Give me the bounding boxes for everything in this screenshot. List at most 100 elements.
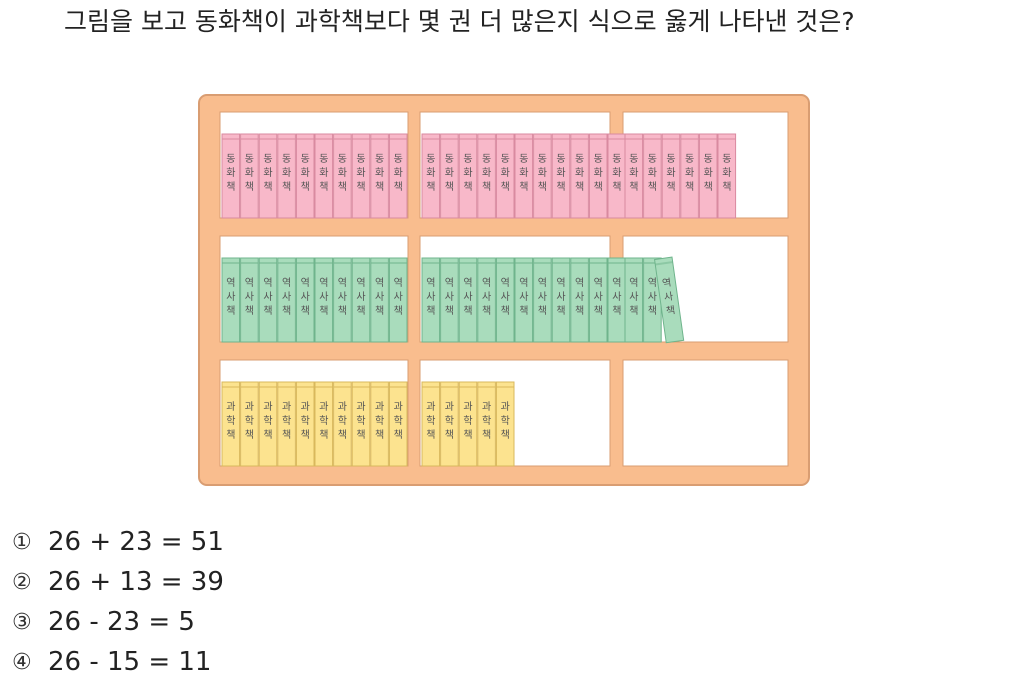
book-label-char: 화 — [519, 167, 528, 179]
bookshelf-figure: 동화책동화책동화책동화책동화책동화책동화책동화책동화책동화책동화책동화책동화책동… — [198, 94, 810, 486]
book-label-char: 역 — [629, 277, 638, 289]
book-label-char: 동 — [319, 153, 328, 165]
book-label-char: 책 — [426, 181, 435, 193]
book-label-char: 사 — [594, 291, 603, 303]
history-book: 역사책 — [477, 257, 496, 343]
choice-1-expression: 26 + 23 = 51 — [48, 527, 224, 557]
book-label-char: 화 — [226, 167, 235, 179]
book-label-char: 역 — [575, 277, 584, 289]
book-label-char: 학 — [426, 415, 435, 427]
science-book: 과학책 — [240, 381, 259, 467]
book-label-char: 책 — [426, 305, 435, 317]
book-label-char: 화 — [426, 167, 435, 179]
book-label-char: 책 — [501, 305, 510, 317]
book-label-char: 과 — [282, 401, 291, 413]
book-label-char: 화 — [629, 167, 638, 179]
book-label-char: 동 — [375, 153, 384, 165]
book-label-char: 책 — [301, 305, 310, 317]
book-label-char: 학 — [338, 415, 347, 427]
history-book: 역사책 — [221, 257, 241, 343]
book-label-char: 책 — [575, 305, 584, 317]
book-label-char: 책 — [394, 181, 403, 193]
choice-4[interactable]: ④ 26 - 15 = 11 — [12, 642, 224, 682]
storybook-book: 동화책 — [295, 133, 315, 219]
book-label-char: 책 — [629, 181, 638, 193]
science-book: 과학책 — [295, 381, 315, 467]
book-label-char: 학 — [482, 415, 491, 427]
storybook-book: 동화책 — [333, 133, 352, 219]
book-label-char: 역 — [556, 277, 565, 289]
storybook-book: 동화책 — [533, 133, 552, 219]
book-label-char: 책 — [319, 181, 328, 193]
book-label-char: 사 — [663, 290, 674, 303]
book-label-char: 책 — [704, 181, 713, 193]
book-label-char: 사 — [648, 291, 657, 303]
book-label-char: 책 — [612, 181, 621, 193]
storybook-book: 동화책 — [698, 133, 718, 219]
book-label-char: 과 — [426, 401, 435, 413]
storybook-book: 동화책 — [643, 133, 662, 219]
choice-3[interactable]: ③ 26 - 23 = 5 — [12, 602, 224, 642]
book-label-char: 책 — [356, 429, 365, 441]
book-label-char: 동 — [519, 153, 528, 165]
storybook-book: 동화책 — [314, 133, 334, 219]
book-label-char: 책 — [594, 181, 603, 193]
book-label-char: 책 — [556, 181, 565, 193]
choice-1[interactable]: ① 26 + 23 = 51 — [12, 522, 224, 562]
book-label-char: 동 — [629, 153, 638, 165]
book-label-char: 책 — [282, 429, 291, 441]
book-label-char: 책 — [665, 304, 676, 317]
book-label-char: 과 — [356, 401, 365, 413]
book-label-char: 역 — [301, 277, 310, 289]
book-label-char: 책 — [722, 181, 731, 193]
science-book: 과학책 — [477, 381, 496, 467]
book-label-char: 화 — [685, 167, 694, 179]
history-book: 역사책 — [351, 257, 371, 343]
book-label-char: 사 — [556, 291, 565, 303]
question-body: 그림을 보고 동화책이 과학책보다 몇 권 더 많은지 식으로 옳게 나타낸 것… — [64, 7, 855, 36]
storybook-book: 동화책 — [551, 133, 571, 219]
book-label-char: 동 — [226, 153, 235, 165]
book-label-char: 화 — [263, 167, 272, 179]
book-label-char: 책 — [226, 305, 235, 317]
history-book: 역사책 — [607, 257, 627, 343]
history-book: 역사책 — [388, 257, 408, 343]
book-label-char: 역 — [648, 277, 657, 289]
book-label-char: 과 — [445, 401, 454, 413]
book-label-char: 역 — [245, 277, 254, 289]
book-label-char: 학 — [356, 415, 365, 427]
book-label-char: 화 — [501, 167, 510, 179]
history-book: 역사책 — [533, 257, 552, 343]
book-label-char: 역 — [319, 277, 328, 289]
choice-2-mark: ② — [12, 569, 32, 595]
book-label-char: 동 — [263, 153, 272, 165]
book-label-char: 책 — [463, 429, 472, 441]
history-book: 역사책 — [421, 257, 441, 343]
book-label-char: 사 — [394, 291, 403, 303]
book-label-char: 책 — [648, 305, 657, 317]
book-label-char: 책 — [594, 305, 603, 317]
book-label-char: 과 — [319, 401, 328, 413]
science-book: 과학책 — [351, 381, 371, 467]
book-label-char: 화 — [482, 167, 491, 179]
storybook-book: 동화책 — [421, 133, 441, 219]
book-label-char: 책 — [482, 181, 491, 193]
storybook-book: 동화책 — [351, 133, 371, 219]
book-label-char: 화 — [538, 167, 547, 179]
history-book: 역사책 — [440, 257, 459, 343]
book-label-char: 책 — [519, 181, 528, 193]
book-label-char: 사 — [426, 291, 435, 303]
book-label-char: 사 — [519, 291, 528, 303]
book-label-char: 화 — [612, 167, 621, 179]
storybook-book: 동화책 — [495, 133, 515, 219]
book-label-char: 책 — [263, 305, 272, 317]
book-label-char: 화 — [556, 167, 565, 179]
book-label-char: 책 — [282, 181, 291, 193]
choice-3-expression: 26 - 23 = 5 — [48, 607, 195, 637]
book-label-char: 동 — [463, 153, 472, 165]
choice-2[interactable]: ② 26 + 13 = 39 — [12, 562, 224, 602]
history-book: 역사책 — [277, 257, 296, 343]
book-label-char: 책 — [375, 429, 384, 441]
book-label-char: 책 — [538, 305, 547, 317]
storybook-book: 동화책 — [458, 133, 478, 219]
